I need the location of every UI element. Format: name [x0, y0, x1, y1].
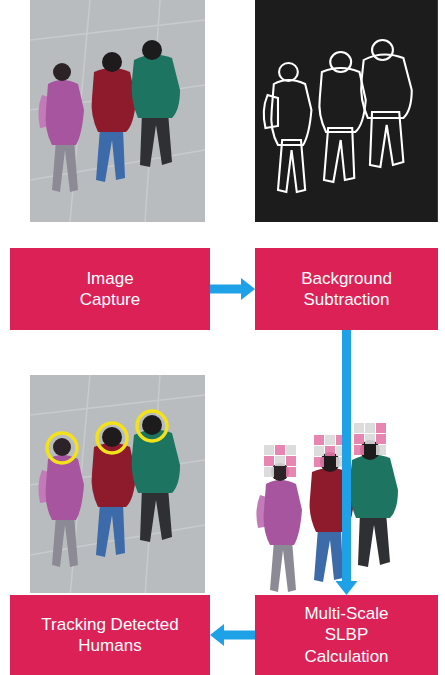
captured-photo — [30, 0, 205, 222]
flow-arrow — [210, 285, 241, 294]
flow-arrow — [342, 330, 351, 581]
step-label: Tracking Detected Humans — [35, 614, 185, 657]
foreground-mask — [255, 0, 438, 222]
step-label: Image Capture — [60, 268, 160, 311]
process-box: Tracking Detected Humans — [10, 595, 210, 675]
slbp-illustration — [256, 423, 398, 592]
tracking-photo — [30, 375, 205, 597]
process-box: Multi-Scale SLBP Calculation — [255, 595, 438, 675]
process-box: Image Capture — [10, 248, 210, 330]
step-label: Background Subtraction — [282, 268, 412, 311]
process-box: Background Subtraction — [255, 248, 438, 330]
step-label: Multi-Scale SLBP Calculation — [292, 603, 402, 667]
flow-arrow — [224, 631, 255, 640]
